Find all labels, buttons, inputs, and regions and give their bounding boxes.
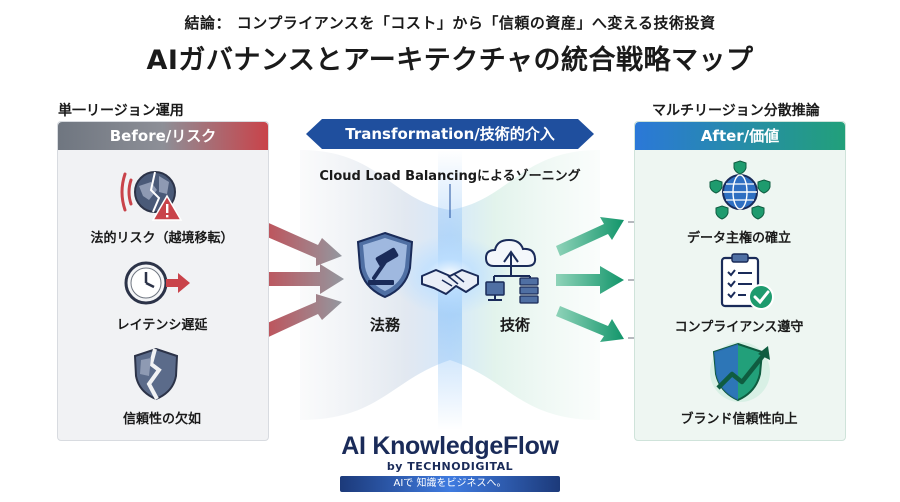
before-panel-title: Before/リスク: [58, 122, 268, 150]
brand-tagline: AIで 知識をビジネスへ。: [340, 476, 560, 492]
clipboard-check-icon: [720, 253, 774, 310]
brand-by: by TECHNODIGITAL: [386, 460, 514, 473]
tech-label: 技術: [499, 316, 530, 334]
before-item-label: 法的リスク（越境移転）: [90, 231, 234, 246]
handshake-icon: [421, 269, 479, 295]
after-item-label: ブランド信頼性向上: [680, 412, 798, 427]
transformation-banner: Transformation/技術的介入: [306, 119, 594, 149]
globe-shields-icon: [709, 160, 771, 220]
before-item-label: 信頼性の欠如: [122, 412, 201, 427]
after-item-label: コンプライアンス遵守: [674, 320, 804, 335]
zoning-caption: Cloud Load Balancingによるゾーニング: [319, 169, 581, 184]
before-item-label: レイテンシ遅延: [116, 318, 208, 333]
globe-warning-icon: [120, 171, 183, 221]
broken-shield-icon: [133, 347, 179, 401]
after-panel-title: After/価値: [635, 122, 845, 150]
left-region-label: 単一リージョン運用: [58, 103, 184, 119]
banner-text: Transformation/技術的介入: [345, 125, 555, 143]
gavel-shield-icon: [356, 231, 414, 299]
legal-label: 法務: [369, 316, 400, 334]
banner-shape: [306, 119, 594, 149]
right-region-label: マルチリージョン分散推論: [652, 103, 820, 119]
after-item-label: データ主権の確立: [686, 231, 791, 246]
shield-growth-icon: [710, 342, 770, 402]
brand-logo-name: AI KnowledgeFlow: [341, 432, 559, 460]
page-title: AIガバナンスとアーキテクチャの統合戦略マップ: [146, 45, 754, 76]
clock-icon: [124, 261, 190, 305]
page-subtitle: 結論： コンプライアンスを「コスト」から「信頼の資産」へ変える技術投資: [184, 14, 716, 32]
cloud-network-icon: [484, 238, 539, 304]
